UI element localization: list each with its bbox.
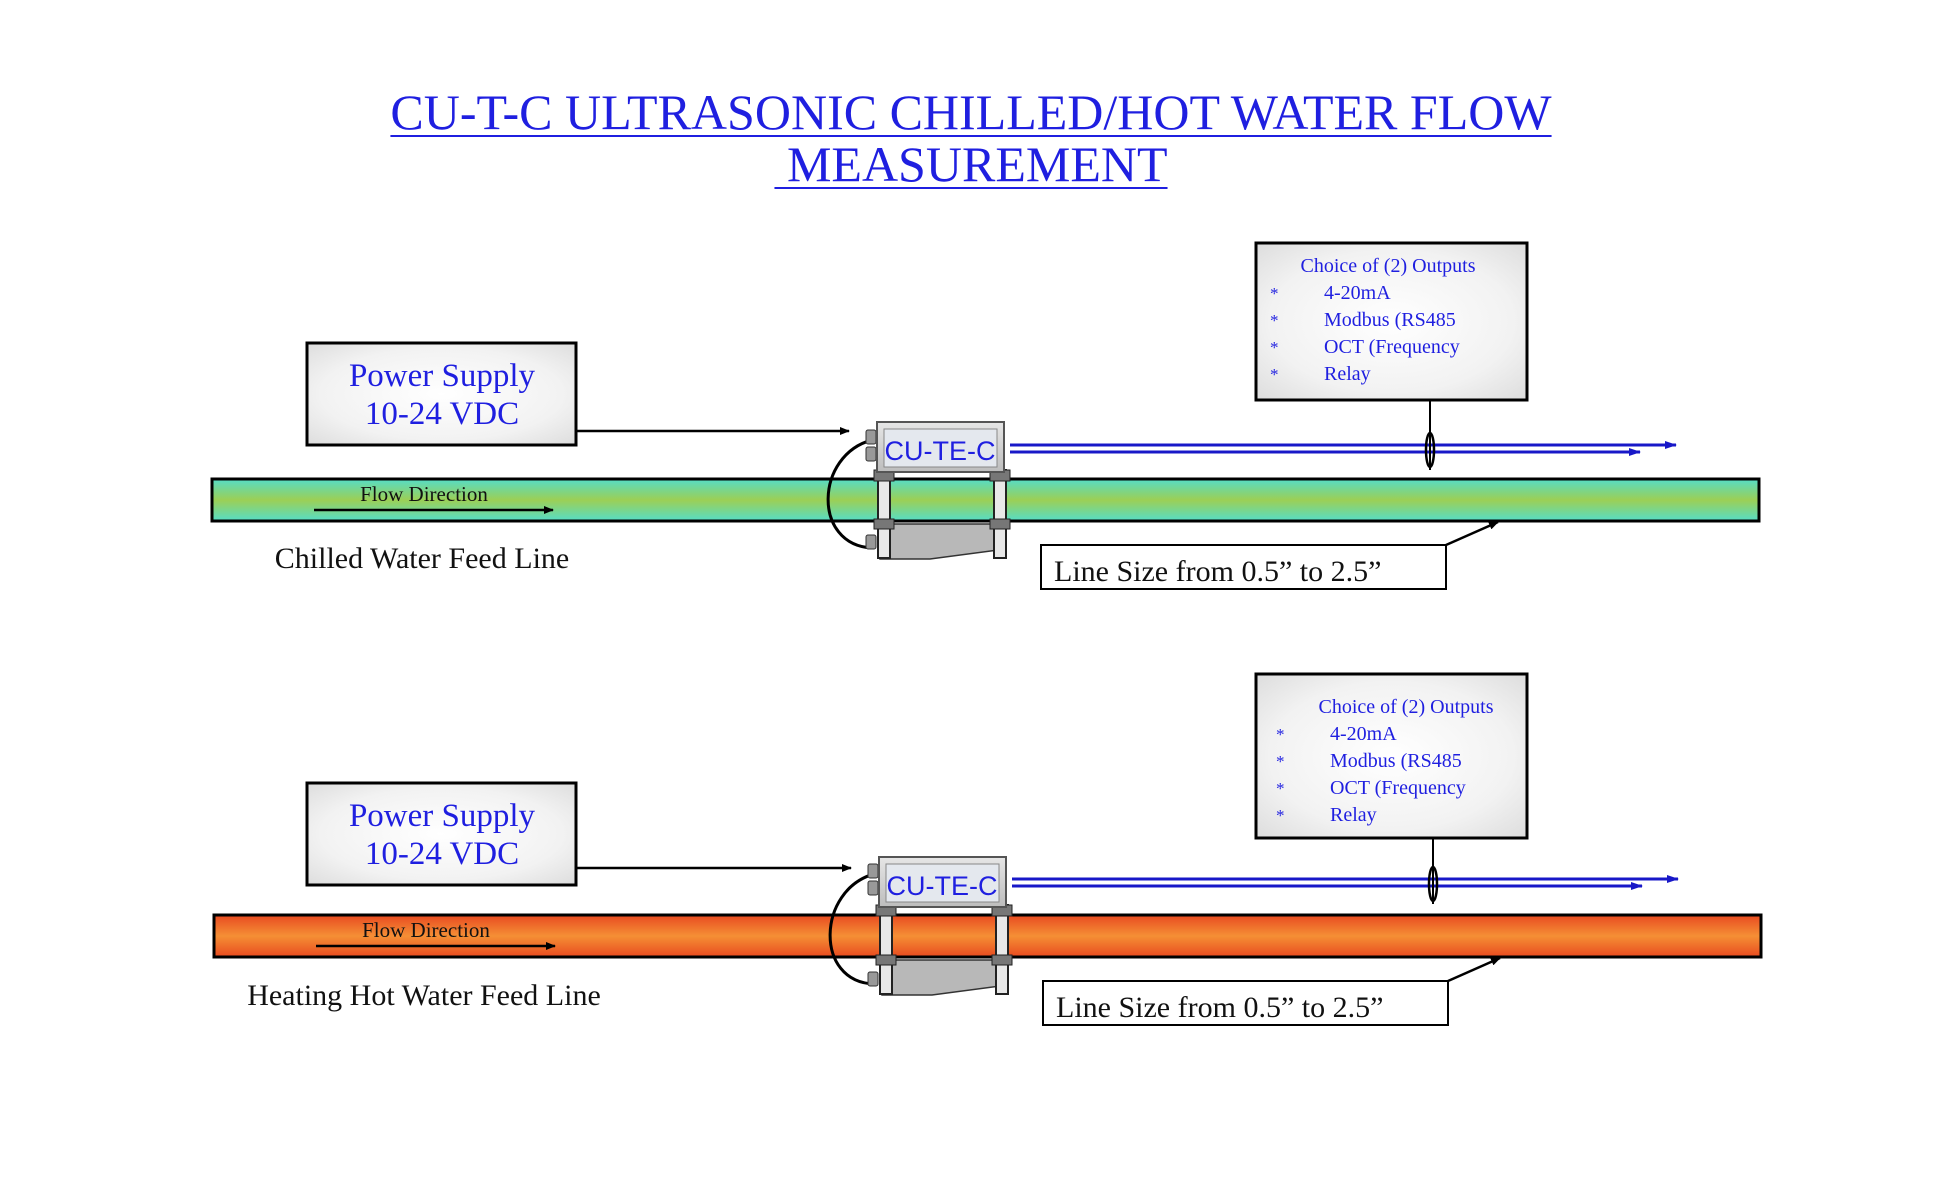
chilled-transducer-cable: [826, 438, 873, 550]
chilled-outputs-box: Choice of (2) Outputs * 4-20mA * Modbus …: [1254, 241, 1529, 402]
chilled-output-item-3: OCT (Frequency: [1324, 336, 1460, 358]
chilled-transducer-body: [879, 523, 1007, 560]
hot-bullet-1: *: [1276, 725, 1285, 744]
hot-output-connector-oval: [1427, 865, 1439, 903]
chilled-power-supply-voltage: 10-24 VDC: [365, 396, 519, 432]
chilled-output-connector-oval: [1424, 431, 1436, 469]
hot-feed-line-label: Heating Hot Water Feed Line: [247, 979, 601, 1012]
chilled-outputs-heading: Choice of (2) Outputs: [1301, 255, 1476, 277]
chilled-output-item-1: 4-20mA: [1324, 282, 1391, 304]
hot-outputs-heading: Choice of (2) Outputs: [1319, 696, 1494, 718]
hot-line-size-text: Line Size from 0.5” to 2.5”: [1056, 991, 1383, 1024]
chilled-clamp-right: [993, 469, 1007, 559]
hot-output-item-1: 4-20mA: [1330, 723, 1397, 745]
chilled-power-supply-box: Power Supply 10-24 VDC: [305, 341, 578, 447]
chilled-bullet-4: *: [1270, 365, 1279, 384]
hot-line-size-box: [1042, 980, 1449, 1026]
hot-line-size-arrow: [1447, 956, 1501, 983]
title-text-1: CU-T-C ULTRASONIC CHILLED/HOT WATER FLOW: [390, 84, 1552, 140]
chilled-output-item-4: Relay: [1324, 363, 1371, 385]
chilled-bullet-1: *: [1270, 284, 1279, 303]
hot-output-item-2: Modbus (RS485: [1330, 750, 1462, 772]
chilled-water-pipe: [210, 477, 1761, 523]
hot-output-item-3: OCT (Frequency: [1330, 777, 1466, 799]
chilled-clamp-left: [877, 469, 891, 559]
hot-transducer-body: [881, 959, 1009, 996]
chilled-device-label: CU-TE-C: [885, 436, 996, 466]
hot-clamp-right: [995, 904, 1009, 995]
chilled-flow-meter-device: CU-TE-C: [826, 421, 1011, 560]
hot-device-label: CU-TE-C: [887, 871, 998, 901]
chilled-bullet-3: *: [1270, 338, 1279, 357]
hot-bullet-3: *: [1276, 779, 1285, 798]
hot-output-item-4: Relay: [1330, 804, 1377, 826]
hot-bullet-2: *: [1276, 752, 1285, 771]
chilled-line-size-text: Line Size from 0.5” to 2.5”: [1054, 555, 1381, 588]
hot-flow-direction-label: Flow Direction: [362, 918, 490, 942]
hot-power-supply-title: Power Supply: [349, 798, 536, 834]
chilled-feed-line-label: Chilled Water Feed Line: [275, 542, 569, 575]
hot-section: Flow Direction Heating Hot Water Feed Li…: [212, 672, 1763, 1026]
hot-power-supply-voltage: 10-24 VDC: [365, 836, 519, 872]
hot-bullet-4: *: [1276, 806, 1285, 825]
hot-clamp-left: [879, 904, 893, 995]
title-line-2: MEASUREMENT: [0, 136, 1942, 192]
title-text-2: MEASUREMENT: [774, 136, 1168, 192]
chilled-bullet-2: *: [1270, 311, 1279, 330]
title-line-1: CU-T-C ULTRASONIC CHILLED/HOT WATER FLOW: [0, 84, 1942, 140]
chilled-section: Flow Direction Chilled Water Feed Line P…: [210, 241, 1761, 590]
chilled-output-item-2: Modbus (RS485: [1324, 309, 1456, 331]
chilled-line-size-arrow: [1445, 520, 1499, 547]
hot-water-pipe: [212, 913, 1763, 959]
chilled-line-size-box: [1040, 544, 1447, 590]
hot-power-supply-box: Power Supply 10-24 VDC: [305, 781, 578, 887]
hot-flow-meter-device: CU-TE-C: [828, 856, 1013, 996]
hot-transducer-cable: [828, 872, 875, 986]
hot-outputs-box: Choice of (2) Outputs * 4-20mA * Modbus …: [1254, 672, 1529, 840]
chilled-flow-direction-label: Flow Direction: [360, 482, 488, 506]
chilled-power-supply-title: Power Supply: [349, 358, 536, 394]
